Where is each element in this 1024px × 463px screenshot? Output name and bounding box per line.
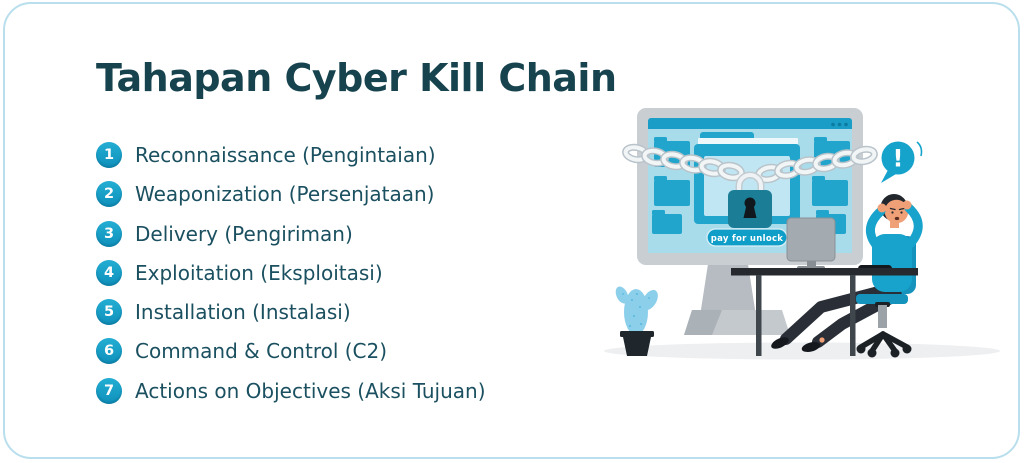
step-label: Command & Control (C2) xyxy=(135,339,388,364)
list-item: 4 Exploitation (Eksploitasi) xyxy=(96,259,486,286)
shoe xyxy=(801,342,821,352)
list-item: 3 Delivery (Pengiriman) xyxy=(96,220,486,247)
desk-leg xyxy=(850,275,856,356)
chair-seat xyxy=(856,294,908,304)
desk-top xyxy=(731,268,918,276)
step-label: Weaponization (Persenjataan) xyxy=(135,182,435,207)
step-label: Reconnaissance (Pengintaian) xyxy=(135,143,436,167)
list-item: 5 Installation (Instalasi) xyxy=(96,299,486,326)
step-label: Delivery (Pengiriman) xyxy=(135,221,353,246)
step-number-badge: 6 xyxy=(96,338,122,365)
page-title: Tahapan Cyber Kill Chain xyxy=(96,56,617,100)
floor-shadow xyxy=(604,342,1000,360)
list-item: 2 Weaponization (Persenjataan) xyxy=(96,181,486,208)
list-item: 7 Actions on Objectives (Aksi Tujuan) xyxy=(96,377,486,404)
office-chair xyxy=(856,265,912,358)
alert-bubble: ! xyxy=(881,141,923,183)
plant-pot xyxy=(620,331,654,337)
desk-monitor xyxy=(786,217,836,270)
step-label: Actions on Objectives (Aksi Tujuan) xyxy=(135,378,486,403)
step-number-badge: 7 xyxy=(96,377,122,404)
desk-leg xyxy=(756,275,762,356)
pay-for-unlock-button: pay for unlock xyxy=(706,228,788,247)
shirt xyxy=(872,234,912,292)
face xyxy=(884,199,909,224)
hand xyxy=(877,203,887,213)
step-number-badge: 5 xyxy=(96,299,122,326)
step-label: Exploitation (Eksploitasi) xyxy=(135,260,383,285)
shoe xyxy=(771,337,789,349)
ransomware-illustration: pay for unlock ! xyxy=(590,88,1015,380)
exclamation-icon: ! xyxy=(893,145,904,173)
computer-monitor: pay for unlock xyxy=(625,108,876,265)
cactus-plant xyxy=(615,286,658,356)
window-dots xyxy=(831,122,848,127)
step-number-badge: 1 xyxy=(96,142,122,168)
pay-for-unlock-label: pay for unlock xyxy=(711,234,784,244)
desk xyxy=(731,268,918,356)
step-label: Installation (Instalasi) xyxy=(135,300,351,325)
window-header xyxy=(648,118,852,132)
chair-base xyxy=(858,331,910,354)
list-item: 6 Command & Control (C2) xyxy=(96,338,486,365)
step-number-badge: 4 xyxy=(96,259,122,286)
chair-pole xyxy=(878,305,887,328)
kill-chain-step-list: 1 Reconnaissance (Pengintaian) 2 Weaponi… xyxy=(96,142,486,404)
monitor-stand xyxy=(684,264,790,335)
step-number-badge: 3 xyxy=(96,220,122,247)
padlock-icon xyxy=(728,171,772,228)
hand xyxy=(902,200,912,210)
list-item: 1 Reconnaissance (Pengintaian) xyxy=(96,142,486,168)
ransomware-illustration-svg: pay for unlock ! xyxy=(604,108,1000,360)
step-number-badge: 2 xyxy=(96,181,122,208)
